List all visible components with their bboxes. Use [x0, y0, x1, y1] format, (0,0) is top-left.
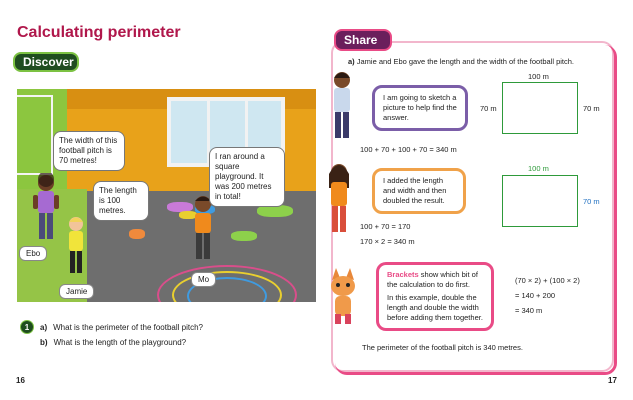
- name-tag-mo: Mo: [191, 272, 217, 287]
- page-number-left: 16: [16, 376, 25, 385]
- share-frame-shadow: [335, 45, 617, 375]
- question-letter: a): [40, 322, 48, 332]
- cat-mascot-icon: [331, 268, 355, 324]
- question-number-badge: 1: [20, 320, 34, 334]
- sketch-speech-bubble: I am going to sketch a picture to help f…: [372, 85, 468, 131]
- length-speech-bubble: The length is 100 metres.: [93, 181, 149, 221]
- question-b-row: b) What is the length of the playground?: [40, 338, 186, 347]
- bracket-calc-line-2: = 140 + 200: [515, 291, 556, 300]
- playground-speech-bubble: I ran around a square playground. It was…: [209, 147, 285, 207]
- boy-character-icon: [334, 72, 350, 138]
- doubling-speech-bubble: I added the length and width and then do…: [372, 168, 466, 214]
- name-tag-ebo: Ebo: [19, 246, 48, 261]
- rect2-top-label: 100 m: [528, 164, 549, 173]
- share-tab: Share: [334, 29, 392, 51]
- conclusion-text: The perimeter of the football pitch is 3…: [362, 343, 523, 352]
- bracket-calc-line-1: (70 × 2) + (100 × 2): [515, 276, 580, 285]
- floor-shape: [231, 231, 257, 241]
- pitch-doubled-rectangle: [502, 175, 578, 227]
- question-text: What is the length of the playground?: [53, 338, 187, 347]
- add-calculation: 100 + 70 = 170: [360, 222, 411, 231]
- brackets-explanation: show which bit of the calculation to do …: [387, 270, 478, 289]
- rect2-right-label: 70 m: [583, 197, 600, 206]
- discover-label: Discover: [23, 55, 74, 69]
- page-number-right: 17: [608, 376, 617, 385]
- floor-shape: [167, 202, 193, 212]
- floor-shape: [179, 211, 197, 219]
- rect1-left-label: 70 m: [480, 104, 497, 113]
- share-question-letter: a): [348, 57, 355, 66]
- brackets-keyword: Brackets: [387, 270, 419, 279]
- floor-shape: [257, 205, 293, 217]
- brackets-example: In this example, double the length and d…: [387, 293, 483, 322]
- page-title: Calculating perimeter: [17, 24, 181, 41]
- question-letter: b): [40, 338, 48, 347]
- discover-tab: Discover: [13, 52, 79, 72]
- pitch-sketch-rectangle: [502, 82, 578, 134]
- bracket-calc-line-3: = 340 m: [515, 306, 543, 315]
- sum-calculation: 100 + 70 + 100 + 70 = 340 m: [360, 145, 457, 154]
- girl-character-icon: [329, 164, 349, 232]
- double-calculation: 170 × 2 = 340 m: [360, 237, 415, 246]
- share-question: a) Jamie and Ebo gave the length and the…: [348, 57, 574, 67]
- pitch-line: [17, 95, 53, 175]
- rect1-right-label: 70 m: [583, 104, 600, 113]
- question-text: What is the perimeter of the football pi…: [53, 322, 203, 332]
- rect1-top-label: 100 m: [528, 72, 549, 81]
- playground-illustration: The width of this football pitch is 70 m…: [17, 89, 316, 302]
- name-tag-jamie: Jamie: [59, 284, 95, 299]
- floor-shape: [129, 229, 145, 239]
- share-label: Share: [344, 33, 378, 47]
- jamie-character-icon: [69, 217, 83, 273]
- brackets-explanation-bubble: Brackets show which bit of the calculati…: [376, 262, 494, 331]
- share-question-text: Jamie and Ebo gave the length and the wi…: [356, 57, 574, 66]
- pitch-width-speech-bubble: The width of this football pitch is 70 m…: [53, 131, 125, 171]
- question-a-row: 1 a) What is the perimeter of the footba…: [20, 320, 203, 334]
- ebo-character-icon: [33, 173, 59, 239]
- mo-character-icon: [195, 196, 211, 259]
